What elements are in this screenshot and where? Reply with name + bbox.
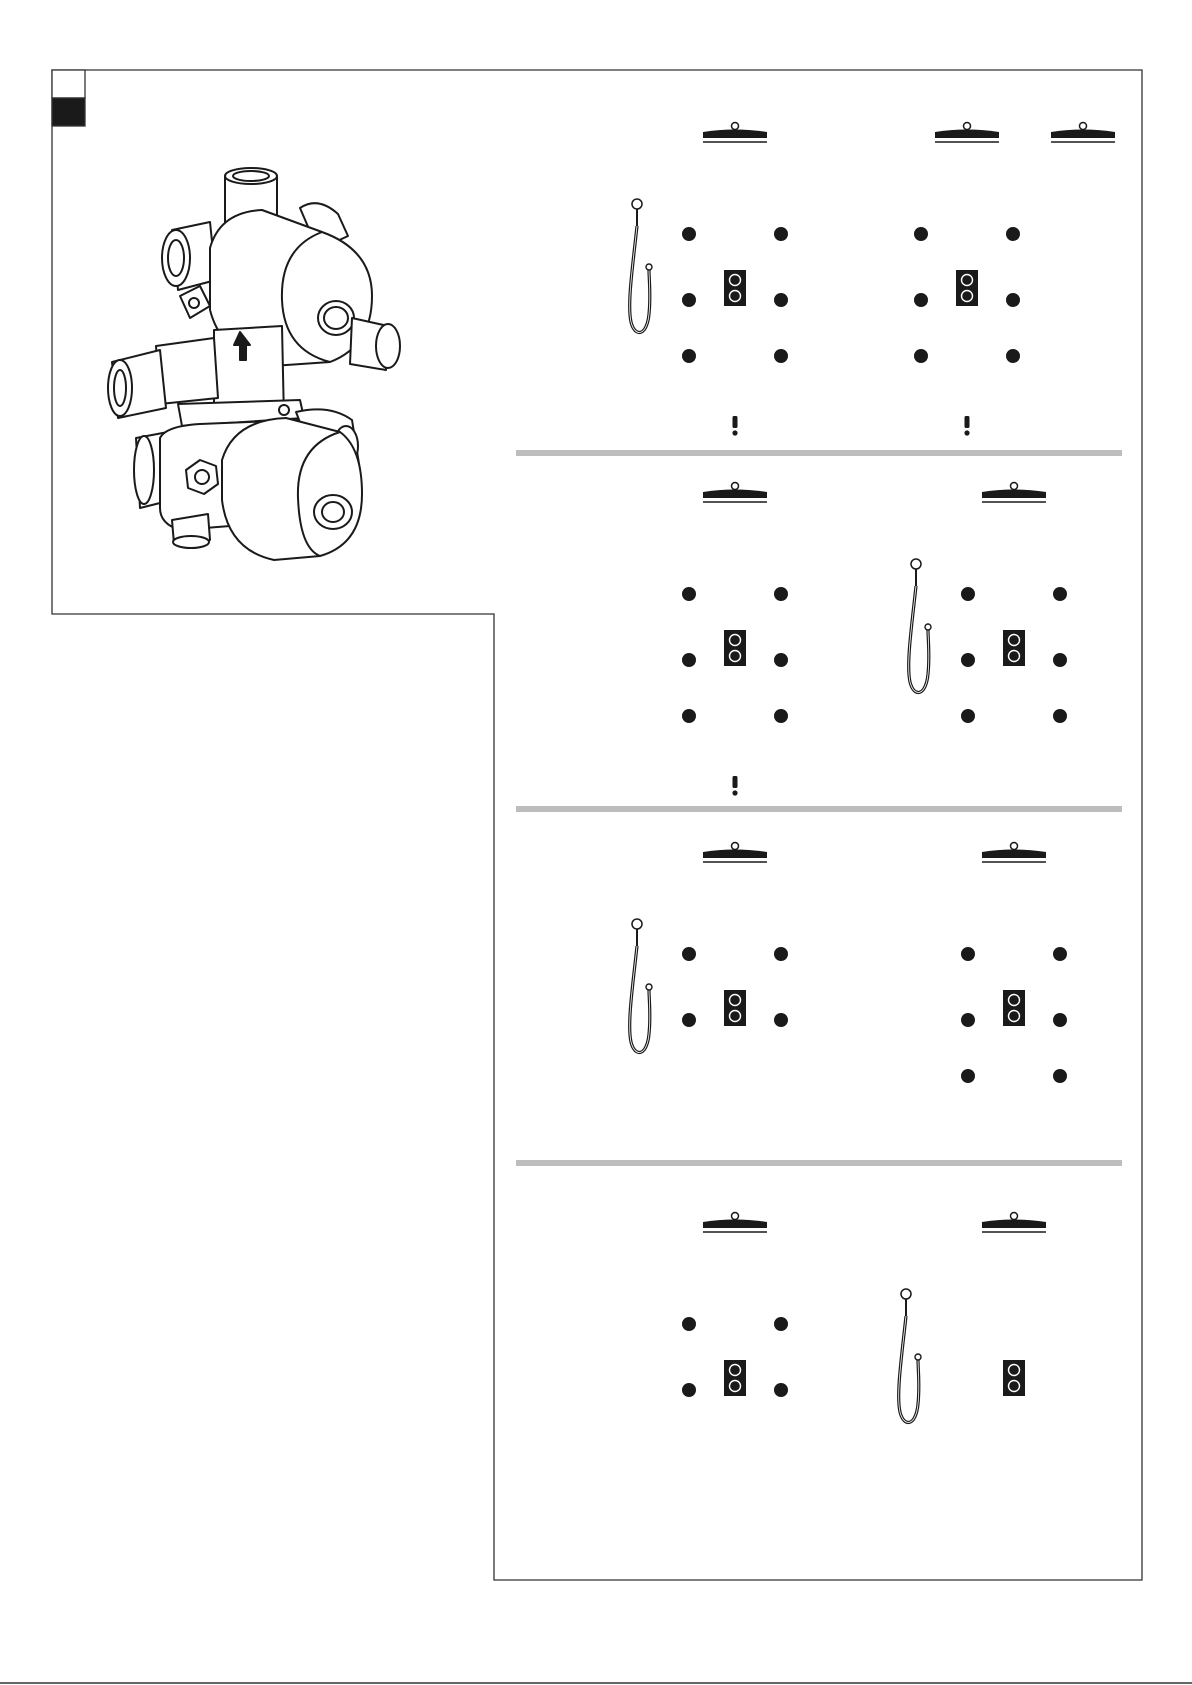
rain-shower-head-icon xyxy=(1051,123,1115,143)
section-divider-1 xyxy=(516,450,1122,456)
body-jet-icon xyxy=(774,1317,788,1331)
body-jet-icon xyxy=(914,349,928,363)
rain-shower-head-icon xyxy=(703,843,767,863)
body-jet-icon xyxy=(774,1013,788,1027)
configuration-7 xyxy=(682,1213,788,1398)
body-jet-icon xyxy=(1053,947,1067,961)
body-jet-icon xyxy=(682,1383,696,1397)
body-jet-icon xyxy=(1053,587,1067,601)
body-jet-icon xyxy=(1053,653,1067,667)
body-jet-icon xyxy=(682,1317,696,1331)
body-jet-icon xyxy=(961,1069,975,1083)
body-jet-icon xyxy=(682,947,696,961)
body-jet-icon xyxy=(682,653,696,667)
body-jet-icon xyxy=(961,1013,975,1027)
body-jet-icon xyxy=(682,293,696,307)
body-jet-icon xyxy=(1053,1069,1067,1083)
body-jet-icon xyxy=(682,1013,696,1027)
body-jet-icon xyxy=(682,227,696,241)
dual-knob-control-icon xyxy=(724,630,746,666)
body-jet-icon xyxy=(1053,1013,1067,1027)
configuration-6 xyxy=(961,843,1067,1084)
rain-shower-head-icon xyxy=(703,1213,767,1233)
dual-knob-control-icon xyxy=(956,270,978,306)
body-jet-icon xyxy=(1053,709,1067,723)
body-jet-icon xyxy=(774,293,788,307)
body-jet-icon xyxy=(1006,227,1020,241)
configuration-2 xyxy=(914,123,1115,436)
header-box-white xyxy=(52,70,85,98)
body-jet-icon xyxy=(961,653,975,667)
dual-knob-control-icon xyxy=(724,1360,746,1396)
rain-shower-head-icon xyxy=(935,123,999,143)
body-jet-icon xyxy=(914,293,928,307)
body-jet-icon xyxy=(682,709,696,723)
dual-knob-control-icon xyxy=(724,990,746,1026)
configuration-panels xyxy=(630,123,1115,1423)
body-jet-icon xyxy=(774,653,788,667)
configuration-1 xyxy=(630,123,788,436)
hand-shower-hose-icon xyxy=(899,1289,921,1422)
body-jet-icon xyxy=(961,587,975,601)
header-box-black xyxy=(52,98,85,126)
body-jet-icon xyxy=(774,227,788,241)
rain-shower-head-icon xyxy=(982,843,1046,863)
rain-shower-head-icon xyxy=(982,1213,1046,1233)
configuration-5 xyxy=(630,843,788,1053)
dual-knob-control-icon xyxy=(1003,1360,1025,1396)
rain-shower-head-icon xyxy=(703,483,767,503)
body-jet-icon xyxy=(961,709,975,723)
dual-knob-control-icon xyxy=(1003,630,1025,666)
warning-exclamation-icon xyxy=(964,416,969,436)
body-jet-icon xyxy=(774,349,788,363)
section-divider-3 xyxy=(516,1160,1122,1166)
body-jet-icon xyxy=(961,947,975,961)
concealed-valve-icon xyxy=(108,168,400,560)
rain-shower-head-icon xyxy=(703,123,767,143)
warning-exclamation-icon xyxy=(732,776,737,796)
warning-exclamation-icon xyxy=(732,416,737,436)
hand-shower-hose-icon xyxy=(630,199,652,332)
body-jet-icon xyxy=(774,587,788,601)
body-jet-icon xyxy=(914,227,928,241)
dual-knob-control-icon xyxy=(1003,990,1025,1026)
body-jet-icon xyxy=(682,349,696,363)
hand-shower-hose-icon xyxy=(630,919,652,1052)
configuration-8 xyxy=(899,1213,1046,1423)
rain-shower-head-icon xyxy=(982,483,1046,503)
section-divider-2 xyxy=(516,806,1122,812)
body-jet-icon xyxy=(774,709,788,723)
body-jet-icon xyxy=(1006,349,1020,363)
body-jet-icon xyxy=(774,1383,788,1397)
hand-shower-hose-icon xyxy=(909,559,931,692)
configuration-3 xyxy=(682,483,788,796)
body-jet-icon xyxy=(682,587,696,601)
dual-knob-control-icon xyxy=(724,270,746,306)
configuration-4 xyxy=(909,483,1067,724)
body-jet-icon xyxy=(774,947,788,961)
body-jet-icon xyxy=(1006,293,1020,307)
